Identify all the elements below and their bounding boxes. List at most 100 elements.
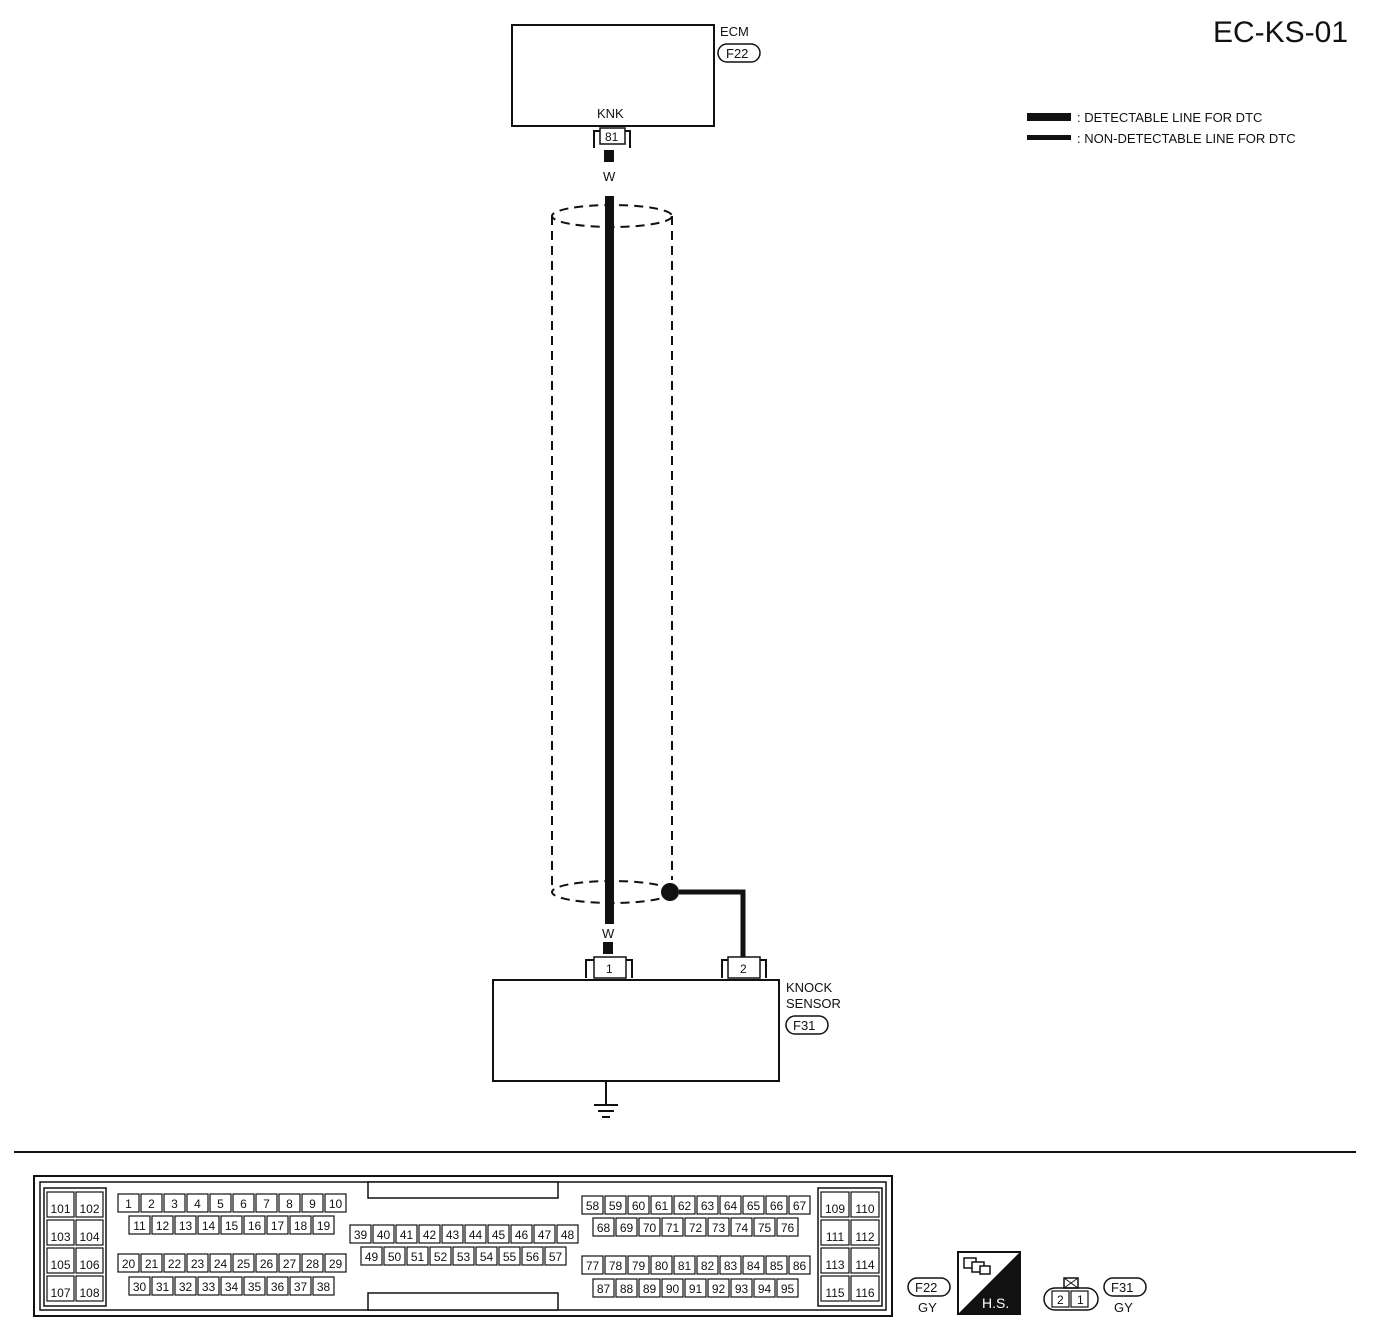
f22-pin-cell: [719, 1195, 742, 1215]
f22-pin-label: 116: [855, 1286, 874, 1300]
f22-pin-cell: [266, 1276, 289, 1296]
hs-badge: H.S.: [957, 1251, 1021, 1315]
f22-pin-cell: [556, 1224, 579, 1244]
f22-pin-cell: [776, 1217, 799, 1237]
f22-pin-cell: [707, 1278, 730, 1298]
legend-non-detectable-swatch: [1027, 135, 1071, 140]
knk-wire-stub-top: [604, 150, 614, 162]
f22-pin-label: 37: [294, 1280, 308, 1294]
f22-pin-cell: [232, 1253, 255, 1273]
f22-key-top: [367, 1181, 559, 1199]
knock-sensor-name-1: KNOCK: [786, 980, 833, 995]
f22-pin-label: 94: [758, 1282, 772, 1296]
ks-pin2-label: 2: [740, 962, 747, 976]
f22-pin-cell: [163, 1193, 186, 1213]
f22-pin-cell: [498, 1246, 521, 1266]
f22-pin-cell: [75, 1191, 104, 1218]
knock-sensor-connector-id: F31: [793, 1018, 815, 1033]
f22-pin-cell: [140, 1253, 163, 1273]
f22-pin-label: 110: [855, 1202, 874, 1216]
f22-pin-cell: [661, 1278, 684, 1298]
f22-pin-label: 6: [240, 1197, 247, 1211]
ecm-name: ECM: [720, 24, 749, 39]
f22-pin-label: 25: [237, 1257, 251, 1271]
f22-outer-frame: [33, 1175, 893, 1317]
f22-pin-cell: [406, 1246, 429, 1266]
f22-pin-label: 22: [168, 1257, 182, 1271]
f31-outline: [1043, 1287, 1099, 1311]
ks-pin1-label: 1: [606, 962, 613, 976]
f22-pin-cell: [324, 1253, 347, 1273]
f22-pin-cell: [232, 1193, 255, 1213]
ecm-connector-id: F22: [726, 46, 748, 61]
f22-pin-label: 50: [388, 1250, 402, 1264]
f22-pin-label: 9: [309, 1197, 316, 1211]
f22-pin-cell: [475, 1246, 498, 1266]
f22-pin-label: 84: [747, 1259, 761, 1273]
f22-block-right-frame: [817, 1187, 883, 1307]
f31-pin-2-cell: [1051, 1290, 1070, 1308]
f22-pin-label: 11: [133, 1219, 146, 1233]
f22-key-bottom: [367, 1292, 559, 1311]
f22-pin-label: 73: [712, 1221, 726, 1235]
f22-pin-label: 82: [701, 1259, 715, 1273]
f22-pin-label: 13: [179, 1219, 193, 1233]
f22-pin-cell: [604, 1195, 627, 1215]
f22-pin-label: 103: [50, 1230, 70, 1244]
f22-pin-cell: [510, 1224, 533, 1244]
f31-badge: [1103, 1277, 1147, 1297]
f22-pin-cell: [243, 1276, 266, 1296]
f22-pin-cell: [117, 1193, 140, 1213]
f22-pin-label: 16: [248, 1219, 262, 1233]
ks-pin1-box: [593, 956, 627, 979]
knock-sensor-name-2: SENSOR: [786, 996, 841, 1011]
f22-pin-cell: [46, 1191, 75, 1218]
f22-pin-cell: [429, 1246, 452, 1266]
f22-pin-label: 93: [735, 1282, 749, 1296]
ecm-terminal-pin: 81: [605, 130, 619, 144]
f22-pin-label: 46: [515, 1228, 529, 1242]
f22-pin-cell: [278, 1253, 301, 1273]
f22-pin-label: 38: [317, 1280, 331, 1294]
f22-pin-cell: [301, 1193, 324, 1213]
f22-pin-cell: [220, 1276, 243, 1296]
f22-pin-cell: [820, 1191, 850, 1218]
f22-pin-label: 35: [248, 1280, 262, 1294]
f22-pin-label: 77: [586, 1259, 600, 1273]
f22-pin-label: 10: [329, 1197, 343, 1211]
f22-pin-label: 69: [620, 1221, 634, 1235]
connector-plug-icon: [963, 1257, 991, 1275]
f22-pin-cell: [820, 1219, 850, 1246]
f22-pin-label: 108: [79, 1286, 99, 1300]
f22-pin-label: 67: [793, 1199, 807, 1213]
f22-pin-cell: [776, 1278, 799, 1298]
f22-pin-label: 101: [50, 1202, 70, 1216]
f22-pin-cell: [75, 1275, 104, 1302]
f22-pin-cell: [174, 1276, 197, 1296]
f22-pin-label: 20: [122, 1257, 136, 1271]
f22-pin-label: 33: [202, 1280, 216, 1294]
f22-pin-label: 23: [191, 1257, 205, 1271]
f22-pin-label: 58: [586, 1199, 600, 1213]
f22-pin-cell: [673, 1255, 696, 1275]
f22-pin-label: 3: [171, 1197, 178, 1211]
ecm-box: [511, 24, 715, 127]
f22-pin-cell: [753, 1278, 776, 1298]
ground-symbol: [594, 1081, 618, 1118]
f22-block-left-frame: [43, 1187, 107, 1307]
f22-pin-cell: [128, 1215, 151, 1235]
f22-pin-label: 109: [825, 1202, 845, 1216]
f22-pin-cell: [197, 1215, 220, 1235]
f22-pin-label: 115: [825, 1286, 844, 1300]
f22-pin-label: 113: [825, 1258, 844, 1272]
f22-pin-label: 56: [526, 1250, 540, 1264]
f22-pin-label: 66: [770, 1199, 784, 1213]
f31-pin-1: 1: [1077, 1293, 1084, 1307]
wire-color-bottom: W: [602, 926, 615, 941]
f22-pin-cell: [592, 1278, 615, 1298]
f22-pin-label: 53: [457, 1250, 471, 1264]
f22-pin-cell: [820, 1247, 850, 1274]
f22-pin-cell: [46, 1247, 75, 1274]
f22-pin-cell: [765, 1195, 788, 1215]
